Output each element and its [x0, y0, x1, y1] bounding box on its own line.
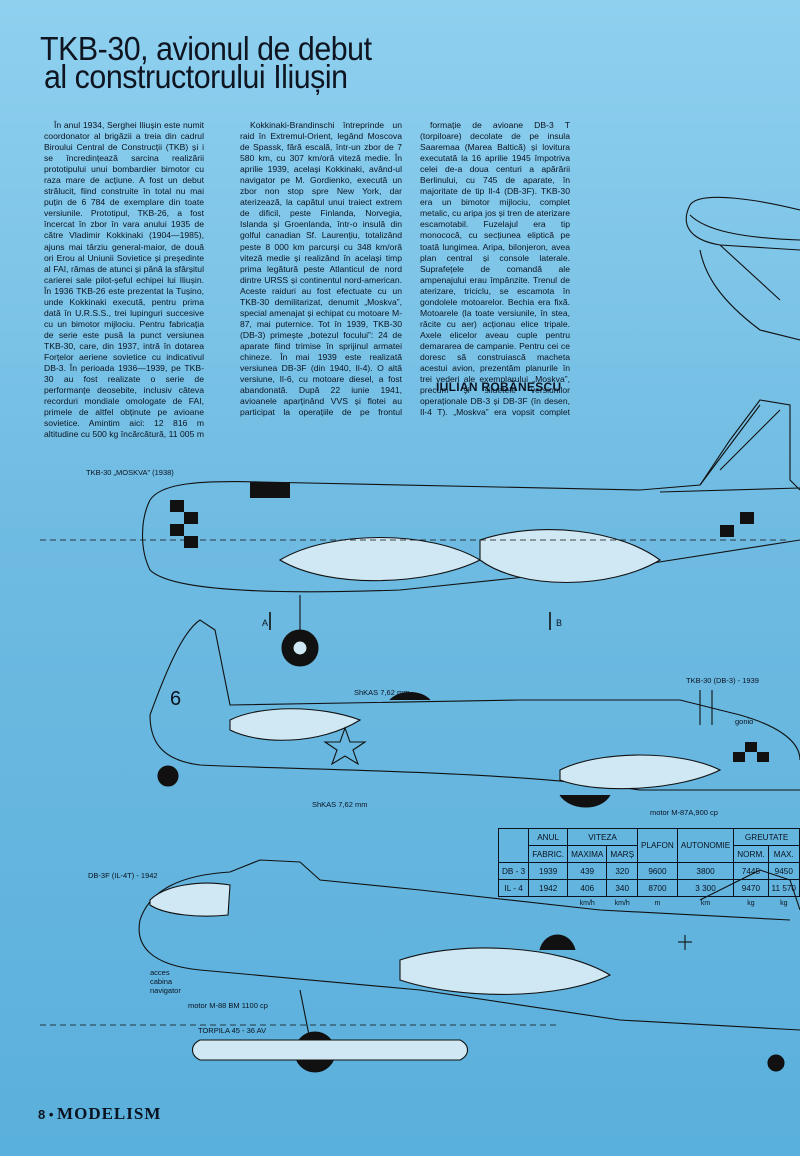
label-section-b: B — [556, 618, 563, 628]
label-shkas-bottom: ShKAS 7,62 mm — [312, 800, 368, 809]
spec-header-maxima: MAXIMA — [567, 845, 608, 863]
spec-header-fabric: FABRIC. — [528, 845, 569, 863]
unit-kmh-1: km/h — [579, 899, 595, 907]
spec-vmars: 340 — [606, 879, 639, 897]
column-1-text: În anul 1934, Serghei Iliușin este numit… — [44, 120, 204, 442]
spec-vmax: 406 — [567, 879, 608, 897]
spec-year: 1942 — [528, 879, 569, 897]
spec-plafon: 9600 — [637, 862, 678, 880]
unit-kmh-2: km/h — [614, 899, 630, 907]
article-title-line-1: TKB-30, avionul de debut — [40, 30, 372, 67]
spec-header-autonomie: AUTONOMIE — [676, 828, 735, 863]
unit-kg-2: kg — [780, 899, 788, 907]
tail-planform-drawing — [685, 196, 800, 341]
label-access: acces — [150, 968, 170, 977]
article-column-2: Kokkinaki-Brandinschi întreprinde un rai… — [240, 120, 402, 418]
spec-year: 1939 — [528, 862, 569, 880]
label-motor-m87: motor M-87A,900 cp — [650, 808, 718, 817]
unit-kg-1: kg — [747, 899, 755, 907]
label-cabina: cabina — [150, 977, 173, 986]
label-torpila: TORPILA 45 - 36 AV — [198, 1026, 267, 1035]
spec-units-row: km/h km/h m km kg kg — [499, 897, 800, 910]
spec-header-plafon: PLAFON — [637, 828, 678, 863]
page-footer: 8 • MODELISM — [38, 1104, 161, 1124]
column-2-text: Kokkinaki-Brandinschi întreprinde un rai… — [240, 120, 402, 418]
article-column-1: În anul 1934, Serghei Iliușin este numit… — [44, 120, 204, 442]
il4t-side-view — [40, 859, 800, 1073]
fin-number: 6 — [170, 688, 182, 710]
spec-max: 9450 — [767, 862, 800, 880]
page-number: 8 — [38, 1107, 46, 1122]
spec-vmax: 439 — [567, 862, 608, 880]
spec-header-viteza: VITEZA — [567, 828, 639, 846]
db3-side-view — [149, 619, 800, 808]
magazine-name: MODELISM — [57, 1104, 162, 1123]
spec-header-mars: MARȘ — [606, 845, 639, 863]
spec-header-anul: ANUL — [528, 828, 569, 846]
spec-model: DB - 3 — [497, 862, 530, 880]
spec-header-max: MAX. — [767, 845, 800, 863]
bullet-icon: • — [48, 1107, 54, 1122]
label-motor-m88: motor M-88 BM 1100 cp — [188, 1001, 268, 1010]
unit-m: m — [654, 899, 661, 907]
specifications-table: ANUL VITEZA PLAFON AUTONOMIE GREUTATE ÎN… — [497, 828, 800, 910]
spec-header-row-1: ANUL VITEZA PLAFON AUTONOMIE GREUTATE ÎN — [497, 828, 800, 863]
spec-header-norm: NORM. — [733, 845, 769, 863]
label-navigator: navigator — [150, 986, 181, 995]
spec-max: 11 570 — [767, 879, 800, 897]
label-shkas-top: ShKAS 7,62 mm — [354, 688, 410, 697]
spec-model: IL - 4 — [497, 879, 530, 897]
column-3-text: formație de avioane DB-3 T (torpiloare) … — [420, 120, 570, 420]
unit-km: km — [700, 899, 711, 907]
moskva-side-view — [40, 399, 800, 667]
label-il4t: DB-3F (IL-4T) - 1942 — [88, 871, 158, 880]
article-column-3: formație de avioane DB-3 T (torpiloare) … — [420, 120, 570, 420]
spec-plafon: 8700 — [637, 879, 678, 897]
spec-header-greutate: GREUTATE — [733, 828, 800, 846]
spec-vmars: 320 — [606, 862, 639, 880]
label-gonio: gonio — [735, 717, 754, 726]
spec-norm: 7445 — [733, 862, 769, 880]
spec-row-db3: DB - 3 1939 439 320 9600 3800 7445 9450 … — [497, 862, 800, 880]
article-author: IULIAN ROBĂNESCU — [436, 380, 562, 394]
label-section-a: A — [262, 618, 269, 628]
label-db3: TKB-30 (DB-3) - 1939 — [686, 676, 759, 685]
label-moskva: TKB-30 „MOSKVA” (1938) — [86, 468, 174, 477]
spec-autonomie: 3800 — [676, 862, 735, 880]
spec-row-il4: IL - 4 1942 406 340 8700 3 300 9470 11 5… — [497, 879, 800, 897]
spec-autonomie: 3 300 — [676, 879, 735, 897]
article-title-line-2: al constructorului Iliușin — [44, 58, 348, 95]
spec-norm: 9470 — [733, 879, 769, 897]
